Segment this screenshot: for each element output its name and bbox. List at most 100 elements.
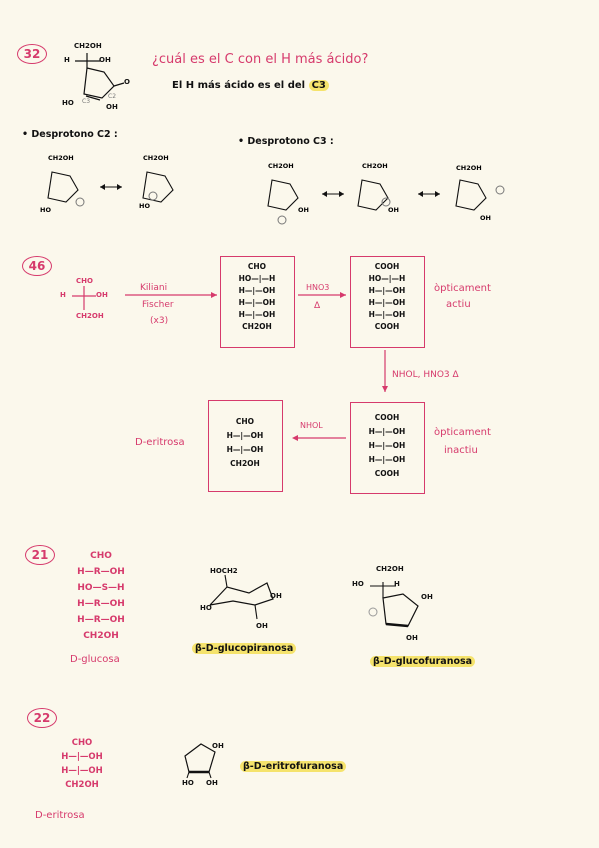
arrow4-label: NHOL <box>300 421 323 430</box>
box3-row-4: COOH <box>374 469 400 478</box>
p32-answer: El H más ácido es el del C3 <box>172 80 329 91</box>
box1-row-1: HO—|—H <box>238 274 276 283</box>
erythrose-fischer: CHO H—|—OH H—|—OH CH2OH <box>52 736 112 792</box>
box4-row-3: CH2OH <box>230 459 260 468</box>
problem-number-22: 22 <box>27 708 57 728</box>
oh-label-2: OH <box>106 103 118 111</box>
glucose-row-5: CH2OH <box>83 631 119 641</box>
start-top: CHO <box>76 277 93 285</box>
erythrofuranose-name: β-D-eritrofuranosa <box>240 761 347 772</box>
o-label: O <box>124 78 130 86</box>
pyranose-hoch2: HOCH2 <box>210 567 238 575</box>
box4-row-0: CHO <box>235 417 255 426</box>
pyranose-name: β-D-glucopiranosa <box>192 643 297 654</box>
box-aldohexose: CHO HO—|—H H—|—OH H—|—OH H—|—OH CH2OH <box>220 256 295 348</box>
start-cross <box>72 286 96 310</box>
ring-ho: HO <box>182 779 194 787</box>
arrow1-label-2: Fischer <box>142 300 174 310</box>
box2-row-1: HO—|—H <box>368 274 406 283</box>
box3-row-1: H—|—OH <box>368 427 406 436</box>
arrow2 <box>298 292 346 298</box>
pyranose-oh-2: OH <box>256 622 268 630</box>
svg-text:HO: HO <box>40 206 51 214</box>
ascorbic-ring <box>75 53 125 101</box>
box4-row-2: H—|—OH <box>226 445 264 454</box>
glucofuranose-ring <box>368 582 419 628</box>
box1-row-3: H—|—OH <box>238 298 276 307</box>
box1-row-0: CHO <box>247 262 267 271</box>
deprot-c2-heading: • Desprotono C2 : <box>22 129 118 140</box>
box3-note-2: inactiu <box>444 445 478 456</box>
glucose-fischer: CHO H—R—OH HO—S—H H—R—OH H—R—OH CH2OH <box>62 548 140 644</box>
box2-row-2: H—|—OH <box>368 286 406 295</box>
svg-text:CH2OH: CH2OH <box>456 164 482 172</box>
glucose-row-1: H—R—OH <box>77 567 125 577</box>
arrow1 <box>125 292 217 298</box>
glucose-row-2: HO—S—H <box>77 583 125 593</box>
deprot-c3-heading: • Desprotono C3 : <box>238 136 334 147</box>
glucopyranose-chair <box>209 574 274 620</box>
ho-label: HO <box>62 99 74 107</box>
box3-row-2: H—|—OH <box>368 441 406 450</box>
box-aldaric-acid-2: COOH H—|—OH H—|—OH H—|—OH COOH <box>350 402 425 494</box>
oh-label: OH <box>99 56 111 64</box>
start-right: OH <box>96 291 108 299</box>
arrow1-label-1: Kiliani <box>140 283 168 293</box>
svg-text:OH: OH <box>298 206 309 214</box>
furanose-ho: HO <box>352 580 364 588</box>
box1-row-5: CH2OH <box>242 322 272 331</box>
furanose-ch2oh: CH2OH <box>376 565 404 573</box>
glucose-name: D-glucosa <box>70 654 120 665</box>
p32-answer-prefix: El H más ácido es el del <box>172 80 306 91</box>
svg-text:OH: OH <box>388 206 399 214</box>
problem-number-21: 21 <box>25 545 55 565</box>
box1-row-2: H—|—OH <box>238 286 276 295</box>
problem-number-46: 46 <box>22 256 52 276</box>
problem-number-32: 32 <box>17 44 47 64</box>
svg-text:OH: OH <box>480 214 491 222</box>
p32-question: ¿cuál es el C con el H más ácido? <box>152 52 369 67</box>
box3-row-0: COOH <box>374 413 400 422</box>
furanose-name: β-D-glucofuranosa <box>370 656 476 667</box>
pyranose-oh-1: OH <box>270 592 282 600</box>
box2-row-4: H—|—OH <box>368 310 406 319</box>
erythrose-row-2: H—|—OH <box>61 766 103 776</box>
c2-label: C2 <box>108 93 117 100</box>
box2-row-5: COOH <box>374 322 400 331</box>
svg-text:CH2OH: CH2OH <box>143 154 169 162</box>
glucose-row-4: H—R—OH <box>77 615 125 625</box>
box-aldaric-acid-1: COOH HO—|—H H—|—OH H—|—OH H—|—OH COOH <box>350 256 425 348</box>
erythrose-row-1: H—|—OH <box>61 752 103 762</box>
arrow2-label-1: HNO3 <box>306 283 330 292</box>
box4-row-1: H—|—OH <box>226 431 264 440</box>
arrow1-label-3: (x3) <box>150 316 169 326</box>
svg-text:CH2OH: CH2OH <box>48 154 74 162</box>
box-erythrose: CHO H—|—OH H—|—OH CH2OH <box>208 400 283 492</box>
box3-note-1: òpticament <box>434 427 491 438</box>
arrow4 <box>292 435 346 441</box>
svg-text:CH2OH: CH2OH <box>362 162 388 170</box>
erythrose-name: D-eritrosa <box>35 810 85 821</box>
box2-note-1: òpticament <box>434 283 491 294</box>
box1-row-4: H—|—OH <box>238 310 276 319</box>
box2-row-0: COOH <box>374 262 400 271</box>
pyranose-ho: HO <box>200 604 212 612</box>
erythrose-row-0: CHO <box>71 738 93 748</box>
erythrofuranose-ring <box>184 743 216 779</box>
furanose-oh-2: OH <box>406 634 418 642</box>
arrow3-label: NHOL, HNO3 Δ <box>392 370 459 380</box>
box2-note-2: actiu <box>446 299 471 310</box>
arrow3 <box>382 350 388 392</box>
ring-oh-2: OH <box>206 779 218 787</box>
furanose-h: H <box>394 580 400 588</box>
glucose-row-0: CHO <box>90 551 112 561</box>
p32-answer-highlight: C3 <box>308 80 329 91</box>
box4-name: D-eritrosa <box>135 437 185 448</box>
arrow2-label-2: Δ <box>314 301 321 311</box>
ch2oh-label: CH2OH <box>74 42 102 50</box>
svg-text:HO: HO <box>139 202 150 210</box>
ring-oh-1: OH <box>212 742 224 750</box>
glucose-row-3: H—R—OH <box>77 599 125 609</box>
start-bottom: CH2OH <box>76 312 104 320</box>
